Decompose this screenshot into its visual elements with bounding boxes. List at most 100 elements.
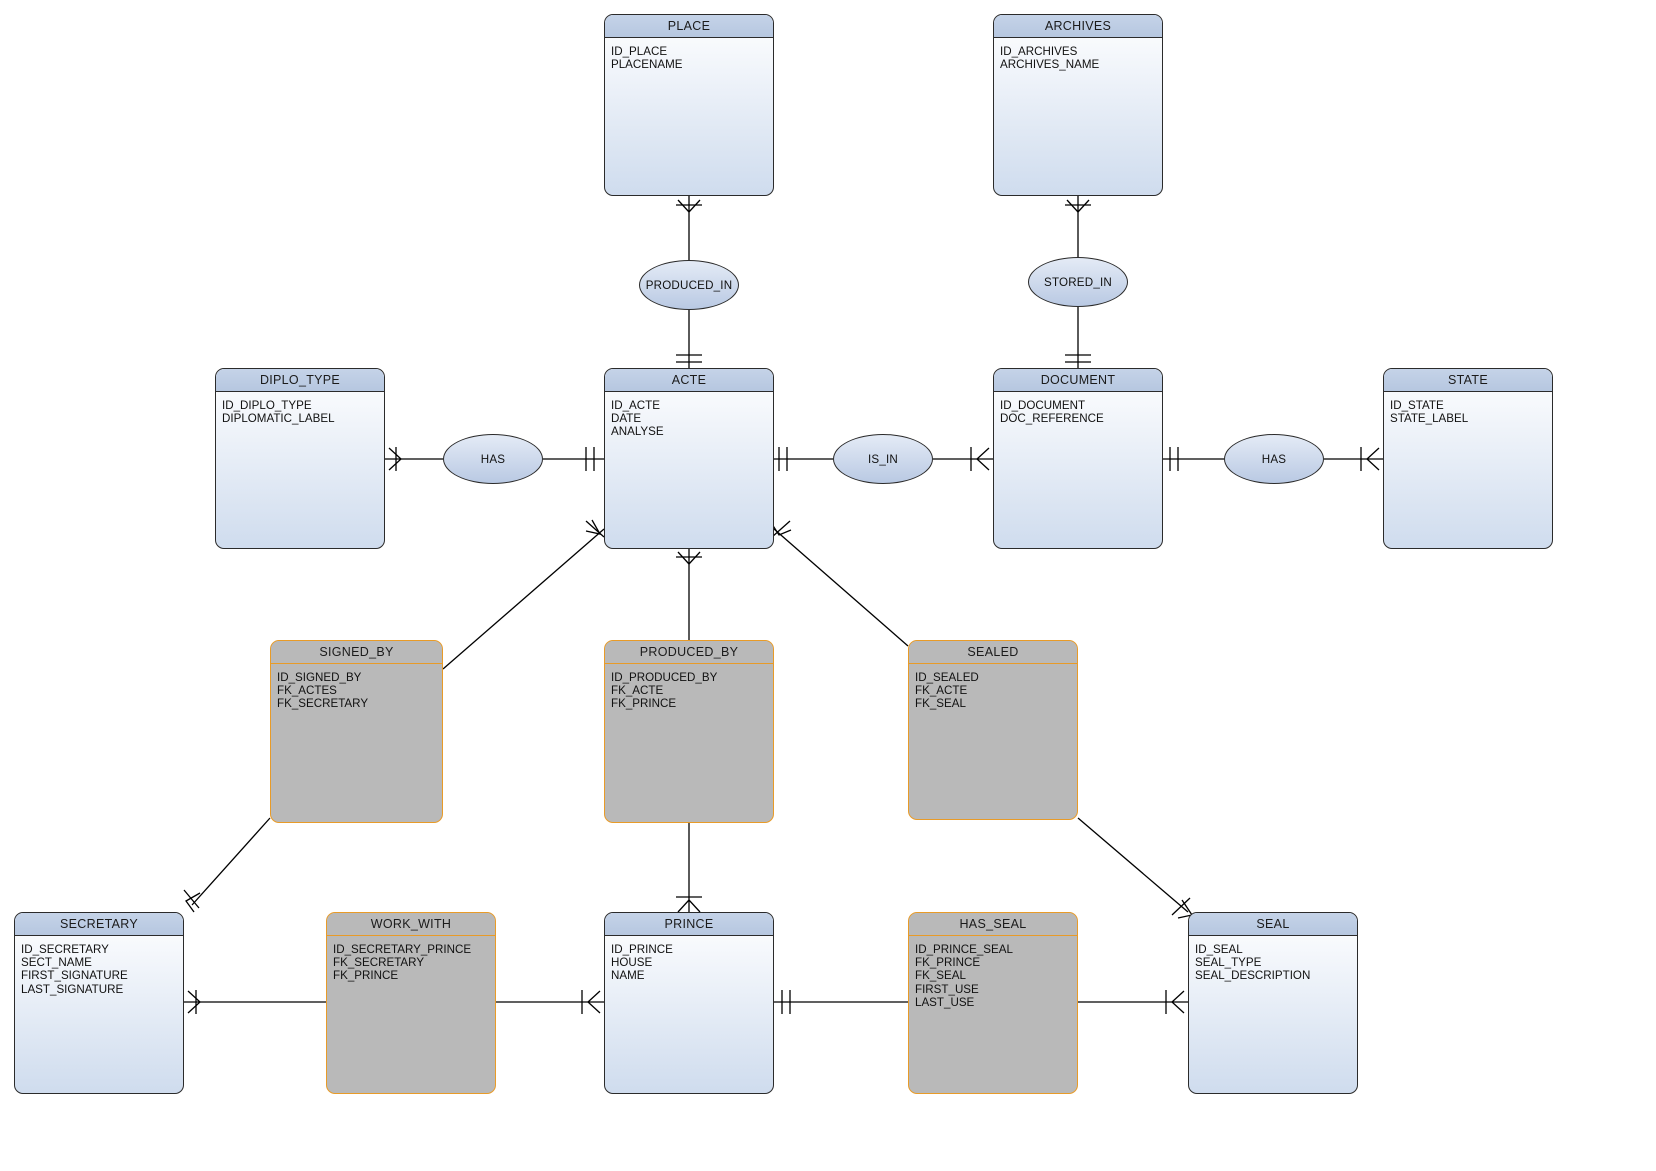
attribute-row: ID_ACTE (611, 399, 660, 412)
attribute-row: HOUSE (611, 956, 653, 970)
attribute-row: FIRST_SIGNATURE (21, 969, 128, 983)
attribute-row: ID_SECRETARY (21, 943, 109, 956)
entity-title-acte: ACTE (605, 369, 773, 392)
attribute-row: ID_SEALED (915, 671, 979, 684)
attribute-row: FK_PRINCE (915, 956, 981, 970)
relationship-label: PRODUCED_IN (645, 278, 733, 292)
entity-title-sealed: SEALED (909, 641, 1077, 664)
attribute-row: ID_DIPLO_TYPE (222, 399, 312, 412)
crowfoot-state (1366, 447, 1380, 471)
attribute-row: ID_SEAL (1195, 943, 1243, 956)
tick-acte-sealed (771, 520, 791, 538)
crowfoot-prince-left (587, 990, 601, 1014)
attribute-row: SEAL_DESCRIPTION (1195, 969, 1311, 983)
relationship-produced_in[interactable]: PRODUCED_IN (639, 260, 739, 310)
attribute-row: ID_DOCUMENT (1000, 399, 1086, 412)
edge-acte-sealed (773, 528, 909, 647)
edge-signed_by-secretary (191, 817, 271, 906)
crowfoot-secretary (185, 892, 201, 913)
attribute-row: FK_SEAL (915, 697, 966, 711)
edge-acte-signed_by (442, 528, 605, 670)
attribute-row: LAST_SIGNATURE (21, 982, 124, 996)
tick-acte-sbl (585, 520, 605, 538)
crowfoot-archives (1066, 199, 1090, 213)
attribute-row: FK_ACTES (277, 684, 337, 698)
tick-seal-top (1171, 897, 1191, 916)
attribute-row: DOC_REFERENCE (1000, 412, 1104, 426)
relationship-label: IS_IN (868, 452, 898, 466)
attribute-row: STATE_LABEL (1390, 412, 1469, 426)
relationship-stored_in[interactable]: STORED_IN (1028, 257, 1128, 307)
attribute-row: FK_SEAL (915, 969, 966, 983)
relationship-label: HAS (480, 452, 506, 466)
entity-title-prince: PRINCE (605, 913, 773, 936)
entity-title-document: DOCUMENT (994, 369, 1162, 392)
edge-sealed-seal (1077, 817, 1189, 913)
attribute-row: LAST_USE (915, 995, 975, 1009)
attribute-row: FK_ACTE (611, 684, 664, 698)
entity-title-signed_by: SIGNED_BY (271, 641, 442, 664)
crowfoot-acte-pb (677, 551, 701, 565)
entity-title-work_with: WORK_WITH (327, 913, 495, 936)
attribute-row: FK_PRINCE (333, 969, 399, 983)
attribute-row: ANALYSE (611, 425, 664, 439)
attribute-row: ID_ARCHIVES (1000, 45, 1078, 58)
relationship-is_in[interactable]: IS_IN (833, 434, 933, 484)
attribute-row: FK_SECRETARY (277, 697, 369, 711)
crowfoot-place (677, 199, 701, 213)
attribute-row: FK_SECRETARY (333, 956, 425, 970)
entity-title-seal: SEAL (1189, 913, 1357, 936)
attribute-row: FIRST_USE (915, 982, 979, 996)
crowfoot-secretary-right (187, 990, 201, 1014)
entity-title-secretary: SECRETARY (15, 913, 183, 936)
attribute-row: ARCHIVES_NAME (1000, 58, 1100, 72)
crowfoot-seal-left (1171, 990, 1185, 1014)
attribute-row: ID_PLACE (611, 45, 668, 58)
attribute-row: ID_STATE (1390, 399, 1444, 412)
crowfoot-acte-sbl (585, 519, 602, 535)
attribute-row: ID_PRINCE_SEAL (915, 943, 1013, 956)
entity-title-state: STATE (1384, 369, 1552, 392)
relationship-has_state[interactable]: HAS (1224, 434, 1324, 484)
attribute-row: DATE (611, 412, 642, 426)
entity-title-produced_by: PRODUCED_BY (605, 641, 773, 664)
relationship-label: STORED_IN (1044, 275, 1112, 289)
attribute-row: NAME (611, 969, 645, 983)
crowfoot-prince-top (677, 899, 701, 913)
crowfoot-doc-left (976, 447, 990, 471)
entity-title-diplo_type: DIPLO_TYPE (216, 369, 384, 392)
attribute-row: SEAL_TYPE (1195, 956, 1262, 970)
attribute-row: ID_SECRETARY_PRINCE (333, 943, 472, 956)
attribute-row: FK_ACTE (915, 684, 968, 698)
relationship-has_diplo[interactable]: HAS (443, 434, 543, 484)
attribute-row: PLACENAME (611, 58, 683, 72)
